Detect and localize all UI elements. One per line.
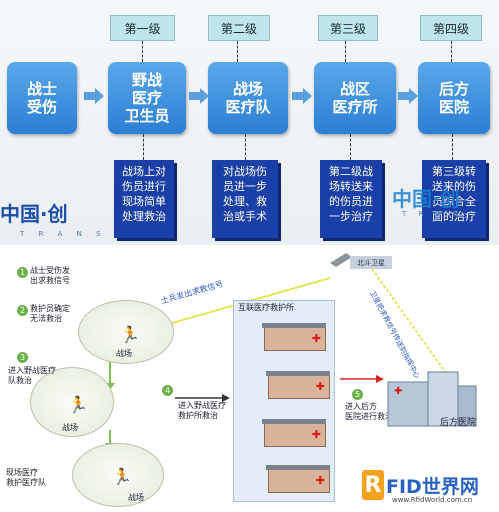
ward-building-icon: ✚	[266, 465, 330, 493]
battlefield-zone-3	[72, 443, 164, 507]
soldier-icon: 🏃	[112, 467, 132, 486]
stage-label: 战士 受伤	[26, 80, 57, 116]
watermark-subtext-left: T R A N S	[20, 230, 107, 238]
stage-theater-medical-station: 战区 医疗所	[314, 62, 396, 134]
step-3-text: 进入野战医疗 队救治	[8, 366, 56, 385]
description-text: 对战场伤 员进一步 处理、救 治或手术	[223, 165, 267, 223]
arrow-right-icon	[189, 88, 209, 104]
arrow-right-icon	[222, 394, 230, 402]
step-badge-4: 4	[162, 385, 173, 396]
brand-logo-icon: R	[362, 470, 384, 500]
arrow-right-icon	[376, 375, 384, 383]
svg-text:✚: ✚	[394, 386, 402, 397]
level-connector	[237, 41, 238, 62]
ward-building-icon: ✚	[266, 371, 330, 399]
field-label: 战场	[128, 493, 144, 502]
ward-building-icon: ✚	[262, 419, 326, 447]
satellite-icon	[330, 253, 352, 267]
step-badge-3: 3	[17, 352, 28, 363]
desc-connector	[350, 134, 351, 160]
stage-field-medic: 野战 医疗 卫生员	[108, 62, 186, 134]
soldier-icon: 🏃	[120, 325, 140, 344]
hospital-label: 后方医院	[440, 418, 477, 428]
arrow-right-icon	[84, 88, 104, 104]
brand-url: www.RfidWorld.com.cn	[392, 496, 473, 504]
soldier-icon: 🏃	[68, 395, 88, 414]
stage-battlefield-medical-team: 战场 医疗队	[208, 62, 288, 134]
level-4-description: 第三级转 送来的伤 员综合全 面的治疗	[422, 160, 486, 238]
description-text: 战场上对 伤员进行 现场简单 处理救治	[122, 165, 166, 223]
step-badge-2: 2	[17, 305, 28, 316]
field-label: 战场	[62, 423, 78, 432]
level-2-description: 对战场伤 员进一步 处理、救 治或手术	[212, 160, 278, 238]
arrow-right-icon	[398, 88, 418, 104]
stage-rear-hospital: 后方 医院	[418, 62, 490, 134]
level-connector	[451, 41, 452, 62]
level-label-2: 第二级	[208, 15, 270, 41]
arrow-right-icon	[292, 88, 312, 104]
description-text: 第三级转 送来的伤 员综合全 面的治疗	[432, 165, 476, 223]
step-5-text: 进入后方 医院进行救治	[345, 402, 393, 421]
stage-wounded-soldier: 战士 受伤	[7, 62, 77, 134]
panel-title: 互联医疗救护所	[238, 303, 294, 312]
ward-building-icon: ✚	[262, 323, 326, 351]
step-badge-5: 5	[352, 389, 363, 400]
field-team-label: 现场医疗 救护医疗队	[6, 468, 46, 487]
watermark-logo-right: 中国·创	[392, 187, 460, 211]
step-1-text: 战士受伤发 出求救信号	[30, 266, 70, 285]
step-badge-1: 1	[17, 267, 28, 278]
brand-name: FID世界网	[386, 476, 479, 498]
watermark-logo-left: 中国·创	[0, 202, 68, 226]
rescue-process-diagram: 战场 战场 战场 🏃 🏃 🏃 1 战士受伤发 出求救信号 2 救护员确定 无法救…	[0, 245, 499, 512]
satellite-link-line	[371, 268, 447, 374]
battlefield-zone-2	[30, 367, 114, 437]
level-1-description: 战场上对 伤员进行 现场简单 处理救治	[114, 160, 174, 238]
medical-station-panel: 互联医疗救护所 ✚ ✚ ✚ ✚	[233, 300, 335, 502]
stage-label: 战场 医疗队	[225, 80, 271, 116]
step-2-text: 救护员确定 无法救治	[30, 304, 70, 323]
level-label-4: 第四级	[420, 15, 482, 41]
level-connector	[142, 41, 143, 62]
desc-connector	[245, 134, 246, 160]
stage-label: 野战 医疗 卫生员	[124, 71, 170, 125]
stage-label: 战区 医疗所	[332, 80, 378, 116]
description-text: 第二级战 场转送来 的伤员进 一步治疗	[329, 165, 373, 223]
watermark-subtext-right: T R A N S	[402, 210, 480, 218]
field-label: 战场	[116, 349, 132, 358]
desc-connector	[143, 134, 144, 160]
satellite-label: 北斗卫星	[350, 256, 392, 269]
hospital-building-icon: ✚	[387, 371, 477, 427]
battlefield-zone-1	[78, 300, 174, 364]
level-label-3: 第三级	[318, 15, 378, 41]
step-4-text: 进入野战医疗 救护所救治	[178, 401, 226, 420]
triage-levels-diagram: 第一级 第二级 第三级 第四级 战士 受伤 野战 医疗 卫生员 战场 医疗队 战…	[0, 0, 499, 245]
level-connector	[345, 41, 346, 62]
desc-connector	[452, 134, 453, 160]
level-label-1: 第一级	[110, 15, 175, 41]
stage-label: 后方 医院	[438, 80, 469, 116]
level-3-description: 第二级战 场转送来 的伤员进 一步治疗	[320, 160, 382, 238]
